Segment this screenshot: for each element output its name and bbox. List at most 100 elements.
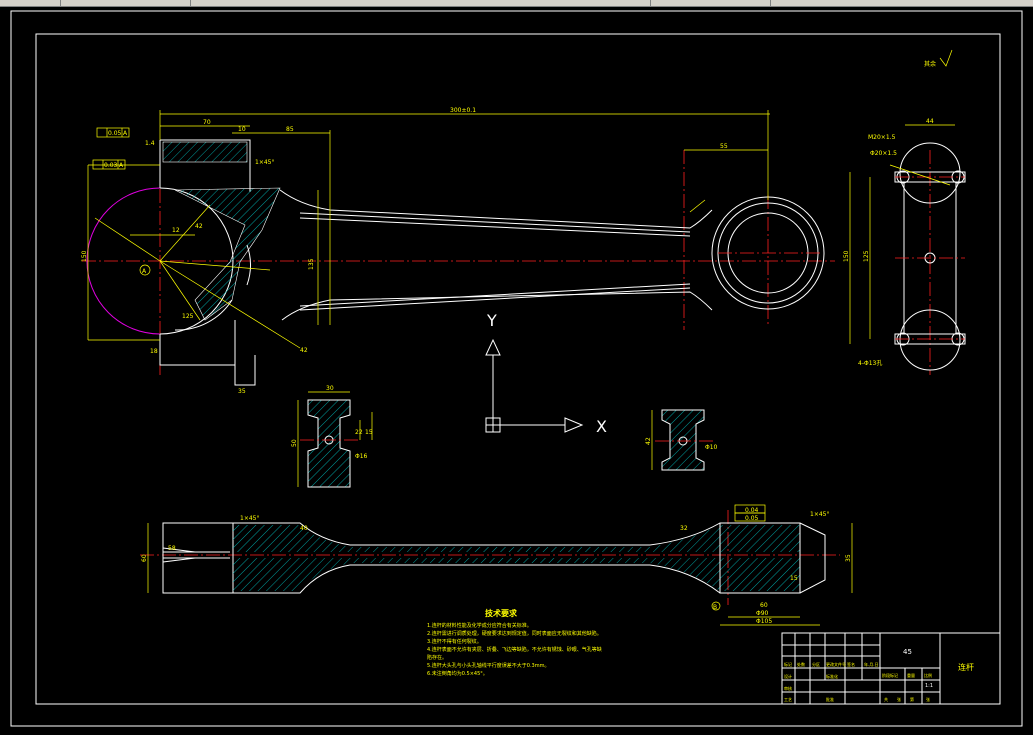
leader-line bbox=[689, 199, 706, 213]
dim-m20: M20×1.5 bbox=[868, 134, 896, 141]
bottom-small-end bbox=[719, 522, 801, 594]
chamfer-bottom: 1×45° bbox=[240, 515, 259, 522]
row-process: 工艺 bbox=[784, 697, 792, 702]
tech-item: 4.连杆表面不允许有夹层、折叠、飞边等缺陷，不允许有锈蚀、砂眼、气孔等缺 bbox=[427, 646, 602, 653]
rod-lower-edge bbox=[281, 291, 713, 321]
dim-r125: 125 bbox=[182, 313, 194, 320]
tech-item: 2.连杆需进行调质处理，硬度要求达到规定值，同时表面应无裂纹和其他缺陷。 bbox=[427, 630, 602, 637]
ratio-label: 比例 bbox=[924, 672, 932, 678]
row-approve: 批准 bbox=[826, 696, 834, 702]
dim-10: 10 bbox=[238, 126, 246, 133]
weight-label: 重量 bbox=[907, 672, 915, 678]
dim-42: 42 bbox=[300, 347, 308, 354]
col-count: 处数 bbox=[797, 661, 805, 667]
dim-12: 12 bbox=[172, 227, 180, 234]
radius-line bbox=[159, 204, 211, 262]
dim-1-4: 1.4 bbox=[145, 140, 155, 147]
big-end-cap-lower bbox=[159, 320, 236, 366]
x-axis-label: X bbox=[596, 417, 607, 436]
bottom-rod-outline bbox=[233, 522, 826, 594]
section-2-shape bbox=[661, 409, 705, 471]
dim-50: 50 bbox=[291, 439, 298, 447]
dim-85: 85 bbox=[286, 126, 294, 133]
big-end-web-hatch bbox=[174, 187, 281, 321]
row-design: 设计 bbox=[784, 673, 792, 679]
col-date: 年.月.日 bbox=[864, 661, 879, 667]
toolbar-segment[interactable] bbox=[650, 0, 771, 6]
bottom-hatch-upper bbox=[233, 525, 800, 552]
tol-ref-2: A bbox=[119, 162, 124, 169]
tolerance-frame-1: 0.05 A bbox=[96, 127, 130, 138]
ucs-icon: Y X bbox=[485, 311, 607, 436]
tol-value-2: 0.03 bbox=[104, 162, 118, 169]
stage-label: 阶段标记 bbox=[882, 672, 898, 678]
bolt-boss-lower bbox=[234, 355, 256, 386]
dim-60: 60 bbox=[141, 554, 148, 562]
scale-value: 1:1 bbox=[925, 683, 933, 689]
of-label: 第 bbox=[910, 696, 914, 702]
dim-32: 32 bbox=[680, 525, 688, 532]
dim-phi90: Φ90 bbox=[756, 610, 769, 617]
radius-line bbox=[159, 260, 201, 321]
tol-value-1: 0.05 bbox=[108, 130, 122, 137]
dim-ra: Φ20×1.5 bbox=[870, 150, 897, 157]
sheets-label: 共 bbox=[884, 696, 888, 702]
dim-125-side: 125 bbox=[863, 250, 870, 262]
leader-line bbox=[889, 164, 951, 186]
rod-upper-edge bbox=[279, 189, 713, 229]
rod-rib-lower bbox=[299, 283, 691, 307]
dim-150-side: 150 bbox=[843, 250, 850, 262]
dim-35-bottom: 35 bbox=[845, 554, 852, 562]
rod-rib-upper bbox=[299, 217, 691, 237]
tech-item: 6.未注倒角均为0.5×45°。 bbox=[427, 670, 488, 677]
datum-a-label: A bbox=[142, 268, 147, 275]
toolbar-segment[interactable] bbox=[60, 0, 191, 6]
tech-requirements: 技术要求 1.连杆的材料性能及化学成分应符合有关标准。 2.连杆需进行调质处理，… bbox=[427, 608, 602, 677]
side-view: 44 M20×1.5 Φ20×1.5 150 125 4-Φ13孔 bbox=[843, 118, 966, 375]
rod-transition-arc bbox=[246, 244, 251, 286]
tech-item: 陷存在。 bbox=[427, 654, 447, 661]
big-end-bore-arc-lower bbox=[174, 299, 233, 331]
radius-line bbox=[159, 260, 271, 271]
oil-hole-taper bbox=[162, 547, 196, 563]
dim-phi10: Φ10 bbox=[705, 444, 718, 451]
dim-r42: 42 bbox=[195, 223, 203, 230]
part-name: 连杆 bbox=[958, 662, 974, 672]
dim-overall: 300±0.1 bbox=[450, 107, 476, 114]
bottom-hatch-lower bbox=[233, 558, 800, 591]
title-bar bbox=[0, 0, 1033, 7]
front-view: A 42 125 12 300±0.1 70 10 85 55 135 150 … bbox=[81, 107, 835, 395]
y-axis-label: Y bbox=[486, 311, 497, 330]
datum-b-label: B bbox=[713, 604, 717, 611]
rod-rib-upper-2 bbox=[299, 212, 691, 233]
toolbar-segment[interactable] bbox=[0, 0, 61, 6]
dim-42-sec: 42 bbox=[645, 437, 652, 445]
tech-title: 技术要求 bbox=[485, 608, 518, 618]
dim-22: 22 bbox=[355, 429, 363, 436]
section-2: 42 Φ10 bbox=[645, 409, 718, 471]
radius-line bbox=[94, 217, 161, 262]
datum-b-circle bbox=[711, 601, 721, 611]
dim-phi16: Φ16 bbox=[355, 453, 368, 460]
tol-bottom-2: 0.05 bbox=[745, 515, 759, 522]
row-check: 审核 bbox=[784, 685, 792, 691]
dim-44: 44 bbox=[926, 118, 934, 125]
radius-line bbox=[159, 260, 301, 349]
outer-border bbox=[10, 10, 1023, 727]
dim-18: 18 bbox=[150, 348, 158, 355]
datum-a-circle bbox=[139, 264, 151, 276]
roughness-symbol-icon bbox=[939, 49, 953, 67]
y-arrow-icon bbox=[485, 338, 501, 356]
tech-item: 1.连杆的材料性能及化学成分应符合有关标准。 bbox=[427, 622, 532, 629]
material-value: 45 bbox=[903, 648, 912, 656]
section-1: 30 50 22 15 Φ16 bbox=[291, 385, 373, 488]
toolbar-segment[interactable] bbox=[190, 0, 651, 6]
dim-15-bottom: 15 bbox=[790, 575, 798, 582]
roughness-label: 其余 bbox=[924, 60, 936, 68]
big-end-arc bbox=[86, 187, 161, 335]
dim-55: 55 bbox=[720, 143, 728, 150]
roughness-note: 其余 bbox=[924, 49, 953, 68]
sheet-no-label: 张 bbox=[897, 696, 901, 702]
drawing-canvas[interactable]: 其余 bbox=[0, 7, 1033, 731]
big-end-cap-upper bbox=[159, 139, 251, 192]
